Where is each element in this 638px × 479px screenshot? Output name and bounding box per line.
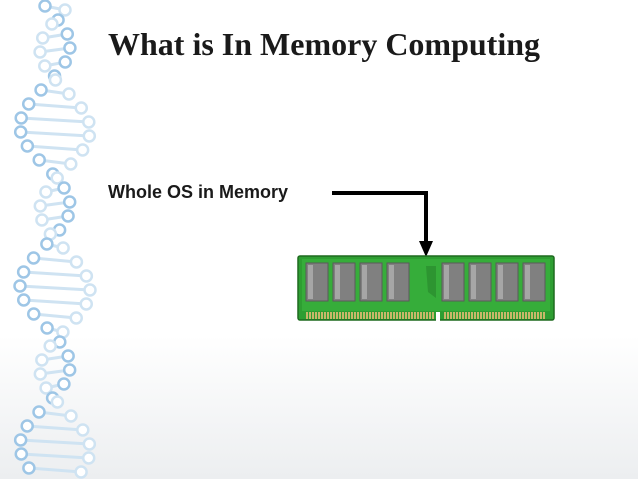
slide-title: What is In Memory Computing [108,26,540,63]
arrow-icon [330,185,440,260]
dna-helix-icon [0,0,120,479]
ram-module-icon [296,254,556,324]
whole-os-label: Whole OS in Memory [108,182,288,203]
